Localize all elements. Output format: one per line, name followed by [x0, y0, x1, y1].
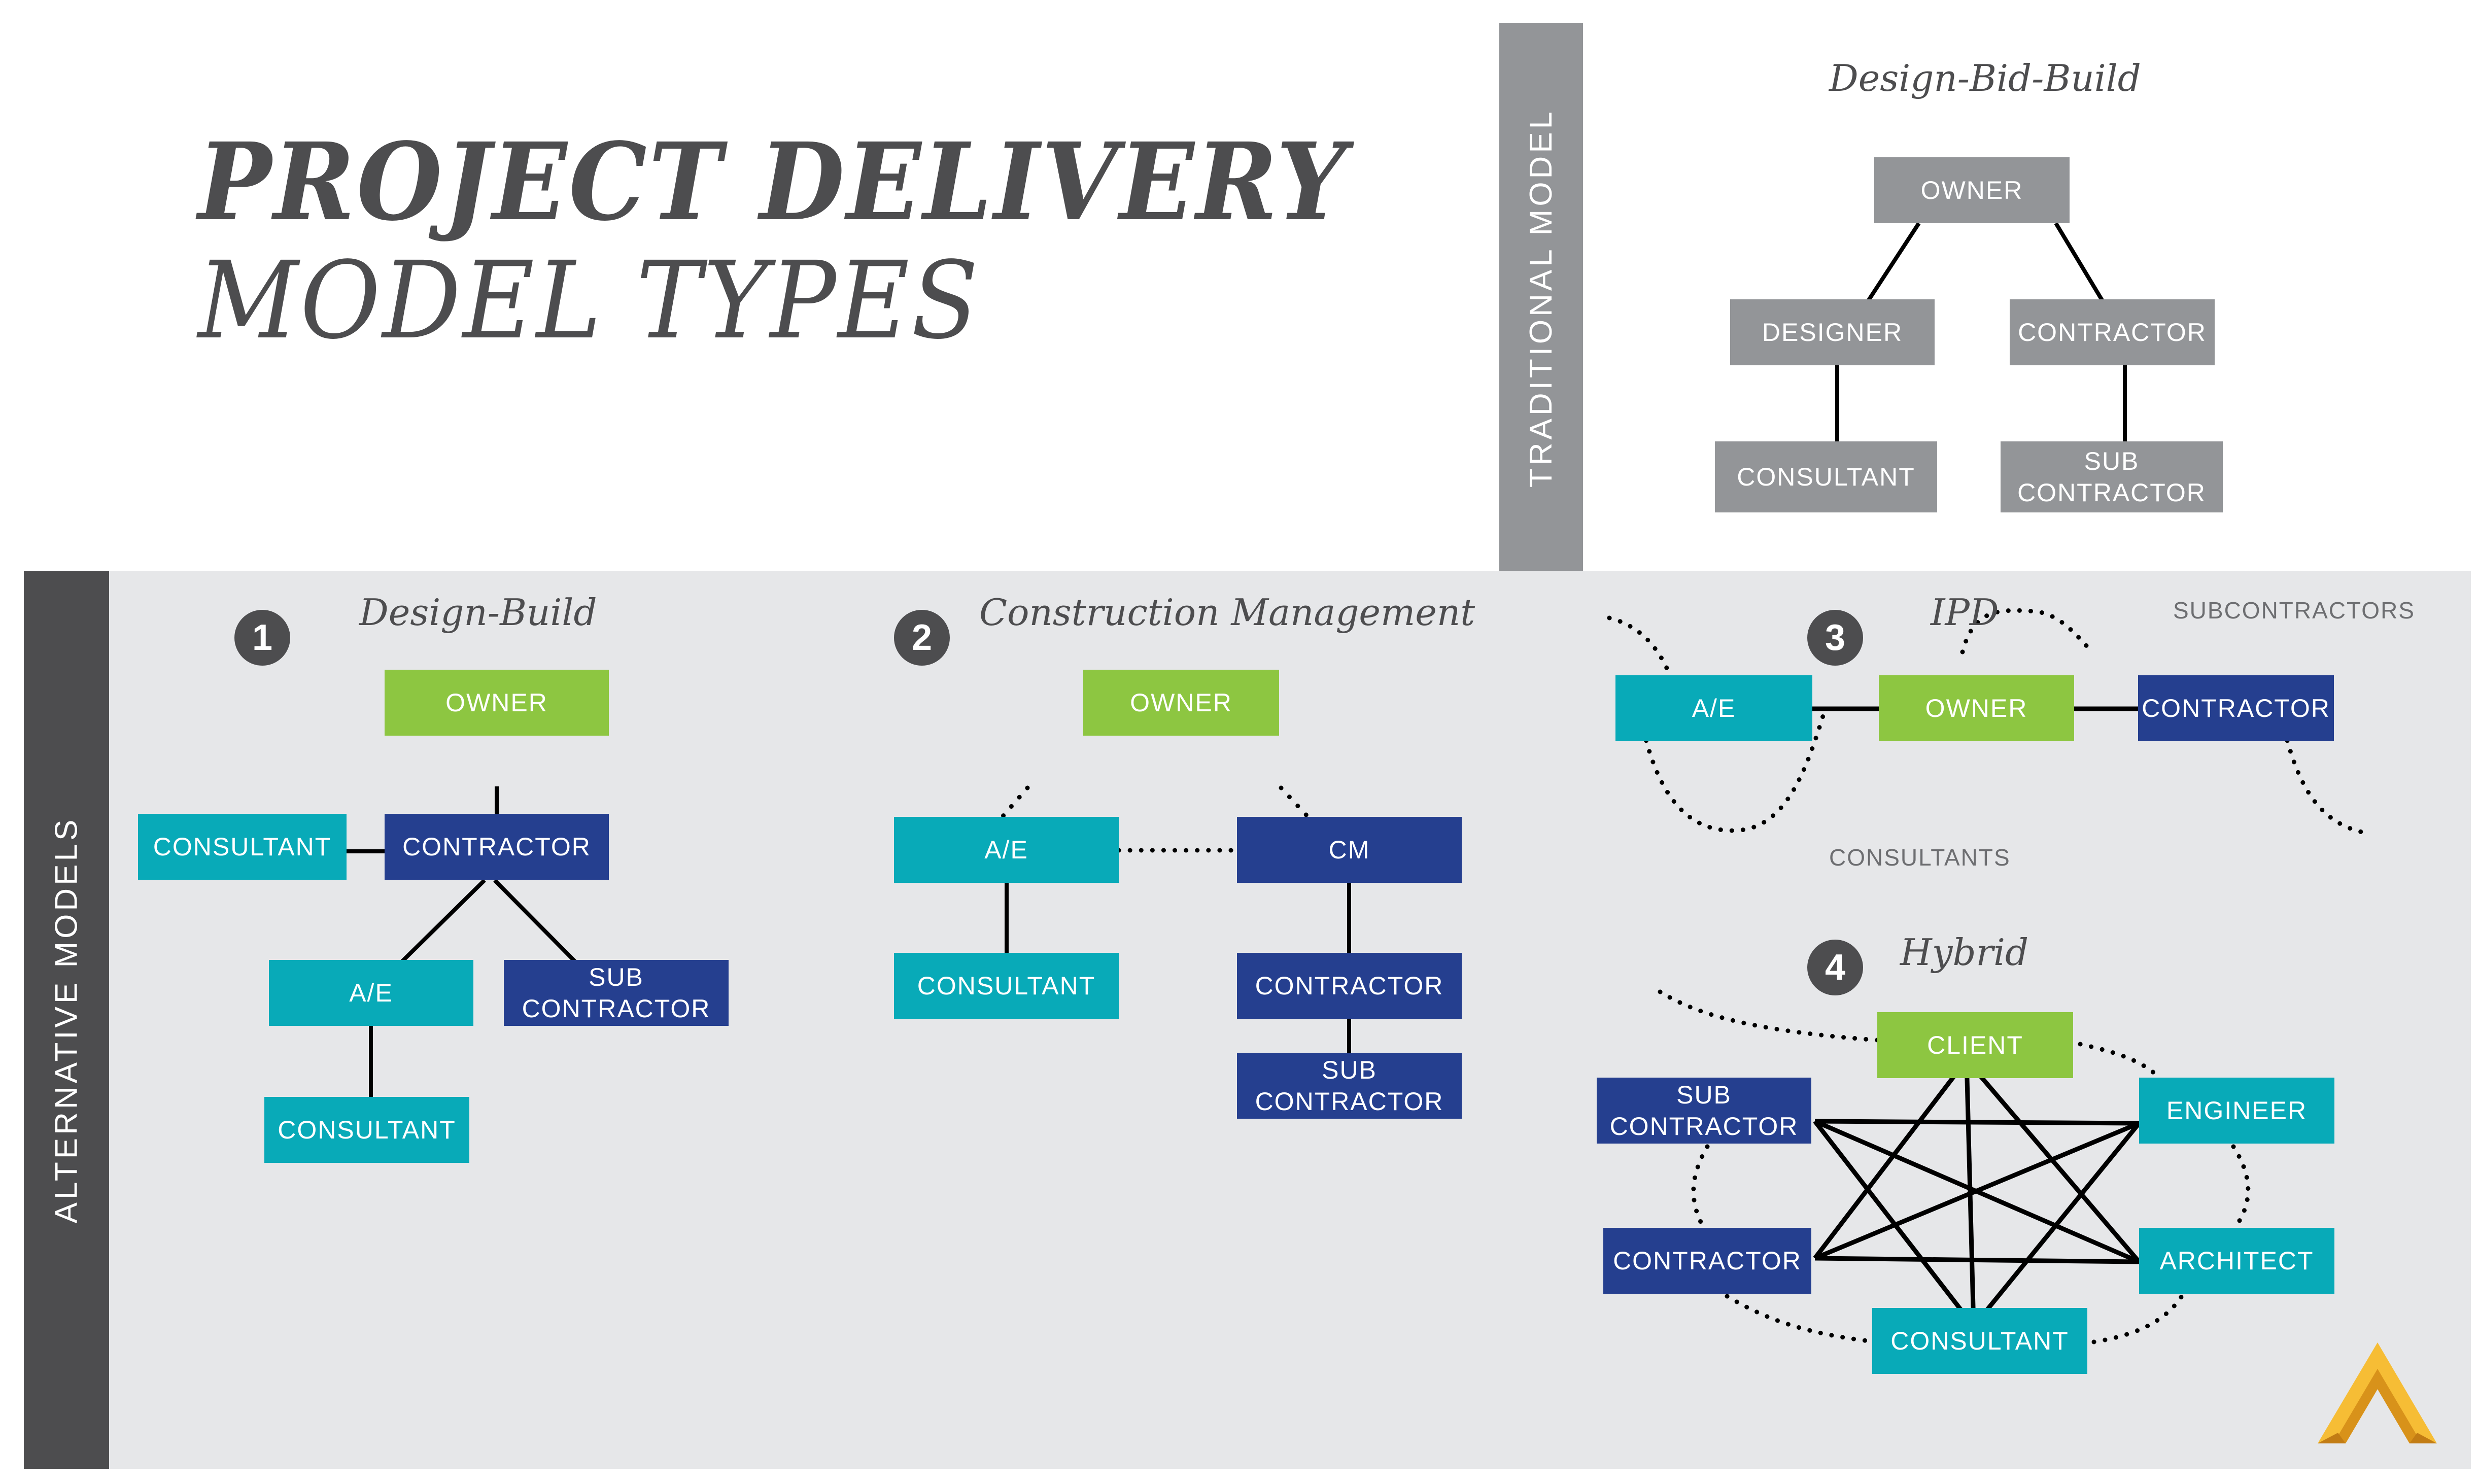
traditional-model-bar: TRADITIONAL MODEL — [1499, 23, 1583, 573]
node-label: CONSULTANT — [1890, 1327, 2069, 1355]
dbld-ae-node: A/E — [269, 960, 473, 1026]
mesh-client-architect — [1965, 1058, 2141, 1263]
hybrid-consultant-node: CONSULTANT — [1872, 1308, 2087, 1374]
logo-left-facet — [2318, 1433, 2346, 1443]
hybrid-mesh — [1813, 1058, 2141, 1328]
hybrid-engineer-node: ENGINEER — [2139, 1078, 2334, 1144]
dbb-subcontractor-node: SUB CONTRACTOR — [2001, 441, 2223, 512]
cm-owner-node: OWNER — [1083, 670, 1279, 736]
hybrid-ring-bottom-left — [1725, 1294, 1880, 1344]
node-label-line1: SUB — [1322, 1056, 1377, 1084]
model-3-badge: 3 — [1807, 610, 1863, 666]
dbld-consultant-bottom-node: CONSULTANT — [264, 1097, 469, 1163]
node-label: CONSULTANT — [153, 833, 332, 861]
alternative-models-bar: ALTERNATIVE MODELS — [24, 571, 109, 1469]
badge-number: 1 — [252, 617, 273, 658]
hybrid-ring-left — [1691, 1144, 1710, 1230]
dbld-consultant-left-node: CONSULTANT — [138, 814, 347, 880]
page-title-line2: MODEL TYPES — [198, 238, 981, 363]
ipd-subcontractors-label: SUBCONTRACTORS — [2173, 597, 2415, 624]
construction-management-heading: Construction Management — [979, 591, 1475, 634]
model-2-badge: 2 — [894, 610, 950, 666]
design-build-heading: Design-Build — [359, 591, 597, 634]
dbb-designer-node: DESIGNER — [1730, 299, 1935, 365]
dbld-contractor-node: CONTRACTOR — [385, 814, 609, 880]
hybrid-ring-right — [2231, 1144, 2251, 1230]
badge-number: 4 — [1825, 947, 1846, 988]
node-label: OWNER — [445, 688, 548, 717]
node-label-line1: SUB — [2084, 447, 2140, 475]
node-label: CM — [1328, 836, 1370, 864]
hybrid-heading: Hybrid — [1900, 931, 2029, 974]
ipd-heading: IPD — [1931, 591, 1999, 634]
dbld-subcontractor-node: SUB CONTRACTOR — [504, 960, 729, 1026]
model-1-badge: 1 — [234, 610, 290, 666]
cm-contractor-node: CONTRACTOR — [1237, 953, 1462, 1019]
mesh-contractor-architect — [1814, 1256, 2140, 1264]
dbld-contractor-ae — [387, 879, 486, 977]
node-label: DESIGNER — [1762, 318, 1903, 347]
node-label: CONTRACTOR — [2142, 694, 2330, 722]
node-label: A/E — [349, 979, 393, 1007]
ipd-contractor-node: CONTRACTOR — [2138, 675, 2334, 741]
node-label: CONSULTANT — [1737, 463, 1915, 491]
cm-cm-node: CM — [1237, 817, 1462, 883]
mesh-contractor-engineer — [1814, 1121, 2140, 1261]
node-label: A/E — [1692, 694, 1736, 722]
hybrid-subcontractor-node: SUB CONTRACTOR — [1597, 1078, 1811, 1144]
node-label: OWNER — [1130, 688, 1232, 717]
node-label-line1: SUB — [1676, 1081, 1732, 1109]
node-label-line2: CONTRACTOR — [522, 994, 711, 1023]
hybrid-client-node: CLIENT — [1877, 1012, 2073, 1078]
mesh-client-consultant — [1964, 1059, 1976, 1327]
ipd-owner-node: OWNER — [1879, 675, 2074, 741]
node-label: CONTRACTOR — [1613, 1247, 1802, 1275]
node-label: CONTRACTOR — [402, 833, 591, 861]
logo-inner-chevron — [2338, 1369, 2417, 1443]
mesh-engineer-consultant — [1972, 1122, 2141, 1328]
badge-number: 3 — [1825, 617, 1846, 658]
node-label: ENGINEER — [2166, 1096, 2308, 1125]
cm-ae-node: A/E — [894, 817, 1119, 883]
ipd-dotted-right-bottom — [2277, 705, 2367, 835]
node-label: OWNER — [1925, 694, 2028, 722]
logo-right-facet — [2410, 1433, 2437, 1443]
dbb-contractor-node: CONTRACTOR — [2010, 299, 2215, 365]
dbb-owner-node: OWNER — [1874, 157, 2070, 223]
hybrid-ring-top-right — [2078, 1042, 2164, 1082]
node-label: CONTRACTOR — [2018, 318, 2207, 347]
node-label: A/E — [984, 836, 1028, 864]
dbld-contractor-sub — [493, 879, 590, 977]
node-label-line2: CONTRACTOR — [1609, 1112, 1799, 1141]
hybrid-architect-node: ARCHITECT — [2139, 1228, 2334, 1294]
node-label-line2: CONTRACTOR — [2017, 478, 2206, 507]
cm-subcontractor-node: SUB CONTRACTOR — [1237, 1053, 1462, 1119]
design-bid-build-heading: Design-Bid-Build — [1829, 57, 2141, 99]
mesh-contractor-client — [1813, 1058, 1969, 1260]
badge-number: 2 — [911, 617, 933, 658]
ipd-consultants-label: CONSULTANTS — [1829, 844, 2011, 871]
ipd-ae-node: A/E — [1615, 675, 1812, 741]
node-label-line1: SUB — [589, 963, 644, 991]
dbb-consultant-node: CONSULTANT — [1715, 441, 1937, 512]
mesh-sub-engineer — [1814, 1119, 2140, 1126]
ipd-consultants-curve — [1636, 705, 1828, 833]
logo-outer-chevron — [2318, 1342, 2437, 1443]
page-title-line1: PROJECT DELIVERY — [198, 119, 1349, 245]
hybrid-contractor-node: CONTRACTOR — [1603, 1228, 1811, 1294]
node-label-line2: CONTRACTOR — [1255, 1087, 1444, 1116]
model-4-badge: 4 — [1807, 940, 1863, 995]
dbld-owner-node: OWNER — [385, 670, 609, 736]
node-label: CONTRACTOR — [1255, 972, 1444, 1000]
node-label: CLIENT — [1927, 1031, 2023, 1059]
hybrid-ring-bottom-right — [2091, 1294, 2184, 1344]
node-label: ARCHITECT — [2159, 1247, 2314, 1275]
node-label: CONSULTANT — [278, 1116, 456, 1144]
node-label: OWNER — [1920, 176, 2023, 204]
cm-consultant-node: CONSULTANT — [894, 953, 1119, 1019]
node-label: CONSULTANT — [917, 972, 1096, 1000]
